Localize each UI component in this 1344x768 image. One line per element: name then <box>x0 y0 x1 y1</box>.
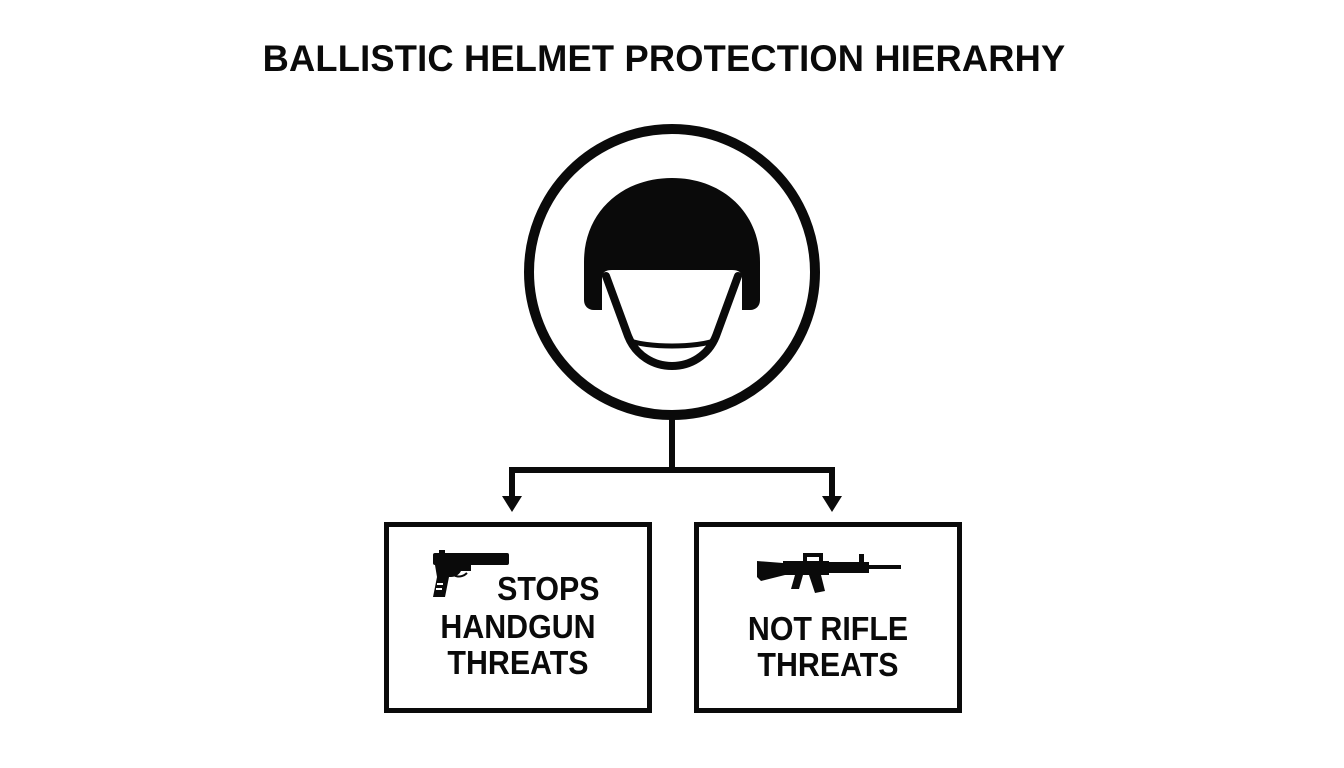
diagram-title: BALLISTIC HELMET PROTECTION HIERARHY <box>262 38 1066 79</box>
handgun-label-line-2: HANDGUN <box>440 608 596 645</box>
handgun-icon <box>433 550 509 597</box>
handgun-label-line-1: STOPS <box>497 570 600 607</box>
rifle-label-line-1: NOT RIFLE <box>747 610 909 647</box>
connector-lines <box>509 415 835 500</box>
arrow-head-left <box>502 496 522 512</box>
arrow-head-right <box>822 496 842 512</box>
child-box-handgun: STOPS HANDGUN THREATS <box>384 522 652 713</box>
root-circle <box>524 124 820 420</box>
child-box-rifle: NOT RIFLE THREATS <box>694 522 962 713</box>
rifle-label-line-2: THREATS <box>757 646 899 683</box>
handgun-label-line-3: THREATS <box>447 644 589 681</box>
rifle-icon <box>757 553 901 593</box>
helmet-icon <box>584 178 760 370</box>
